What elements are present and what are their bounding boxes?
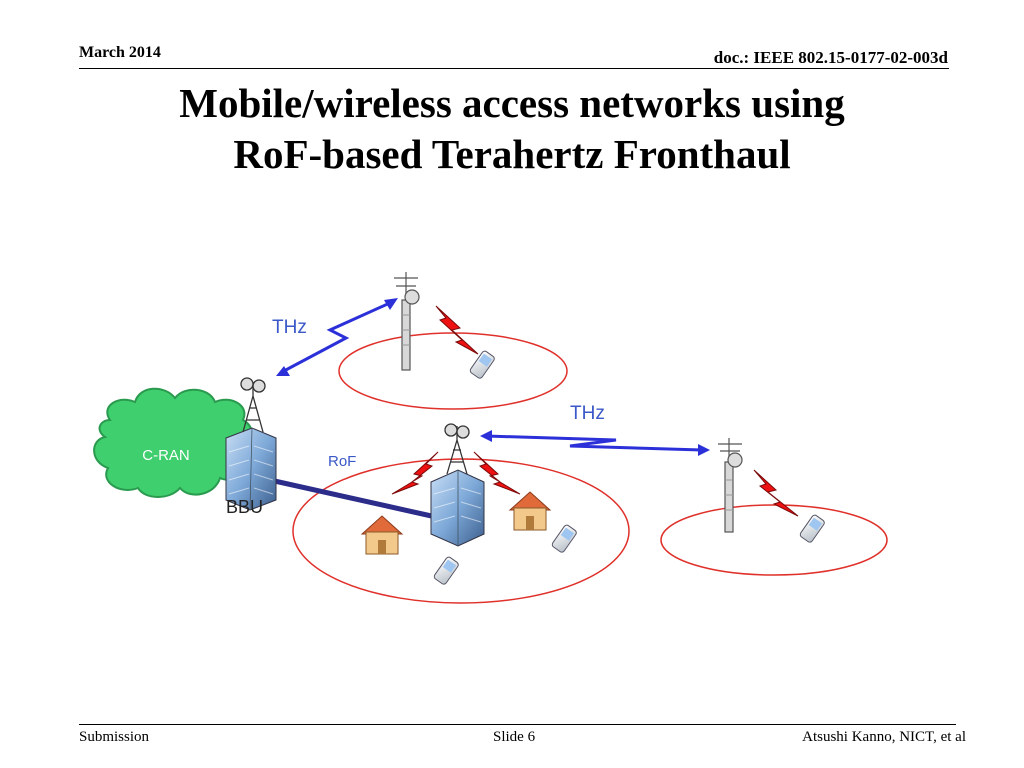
signal-bolt-right [753,469,799,517]
cell-coverage-top [338,332,568,410]
cell-coverage-right [660,504,888,576]
signal-bolts [391,305,799,517]
thz-label-right: THz [570,403,605,424]
bbu-label: BBU [226,497,263,517]
central-antenna-tower-icon [444,423,470,475]
signal-bolt-top [435,305,479,355]
signal-bolt-center-right [473,451,521,495]
signal-bolt-center-left [391,451,439,495]
house-icon-right [508,491,552,531]
slide-title: Mobile/wireless access networks using Ro… [0,78,1024,180]
central-building-icon [430,469,485,547]
footer-slide-number: Slide 6 [493,729,536,745]
rof-fiber-link [269,477,437,520]
mobile-phone-icon-center-right [551,524,577,553]
mobile-phone-icon-right [799,514,825,543]
thz-link-top [276,298,398,376]
remote-mast-top-icon [394,272,420,371]
footer-author: Atsushi Kanno, NICT, et al [802,729,966,745]
header-divider [79,68,949,69]
thz-link-right [480,430,710,456]
footer-submission: Submission [79,729,150,745]
thz-label-top: THz [272,317,307,338]
remote-mast-right-icon [718,438,743,533]
c-ran-label: C-RAN [142,447,190,464]
house-icon-left [360,515,404,555]
bbu-antenna-tower-icon [240,377,266,433]
cell-coverage-center [292,458,630,604]
footer-divider [79,724,956,725]
rof-label: RoF [328,453,356,470]
mobile-phone-icon-center-bottom [433,556,459,585]
slide-title-line-2: RoF-based Terahertz Fronthaul [233,131,791,177]
header-doc-id: doc.: IEEE 802.15-0177-02-003d [713,48,948,67]
mobile-phone-icon-top [469,350,495,379]
header-date: March 2014 [79,44,161,61]
bbu-building-icon [225,427,277,511]
slide-title-line-1: Mobile/wireless access networks using [179,80,845,126]
